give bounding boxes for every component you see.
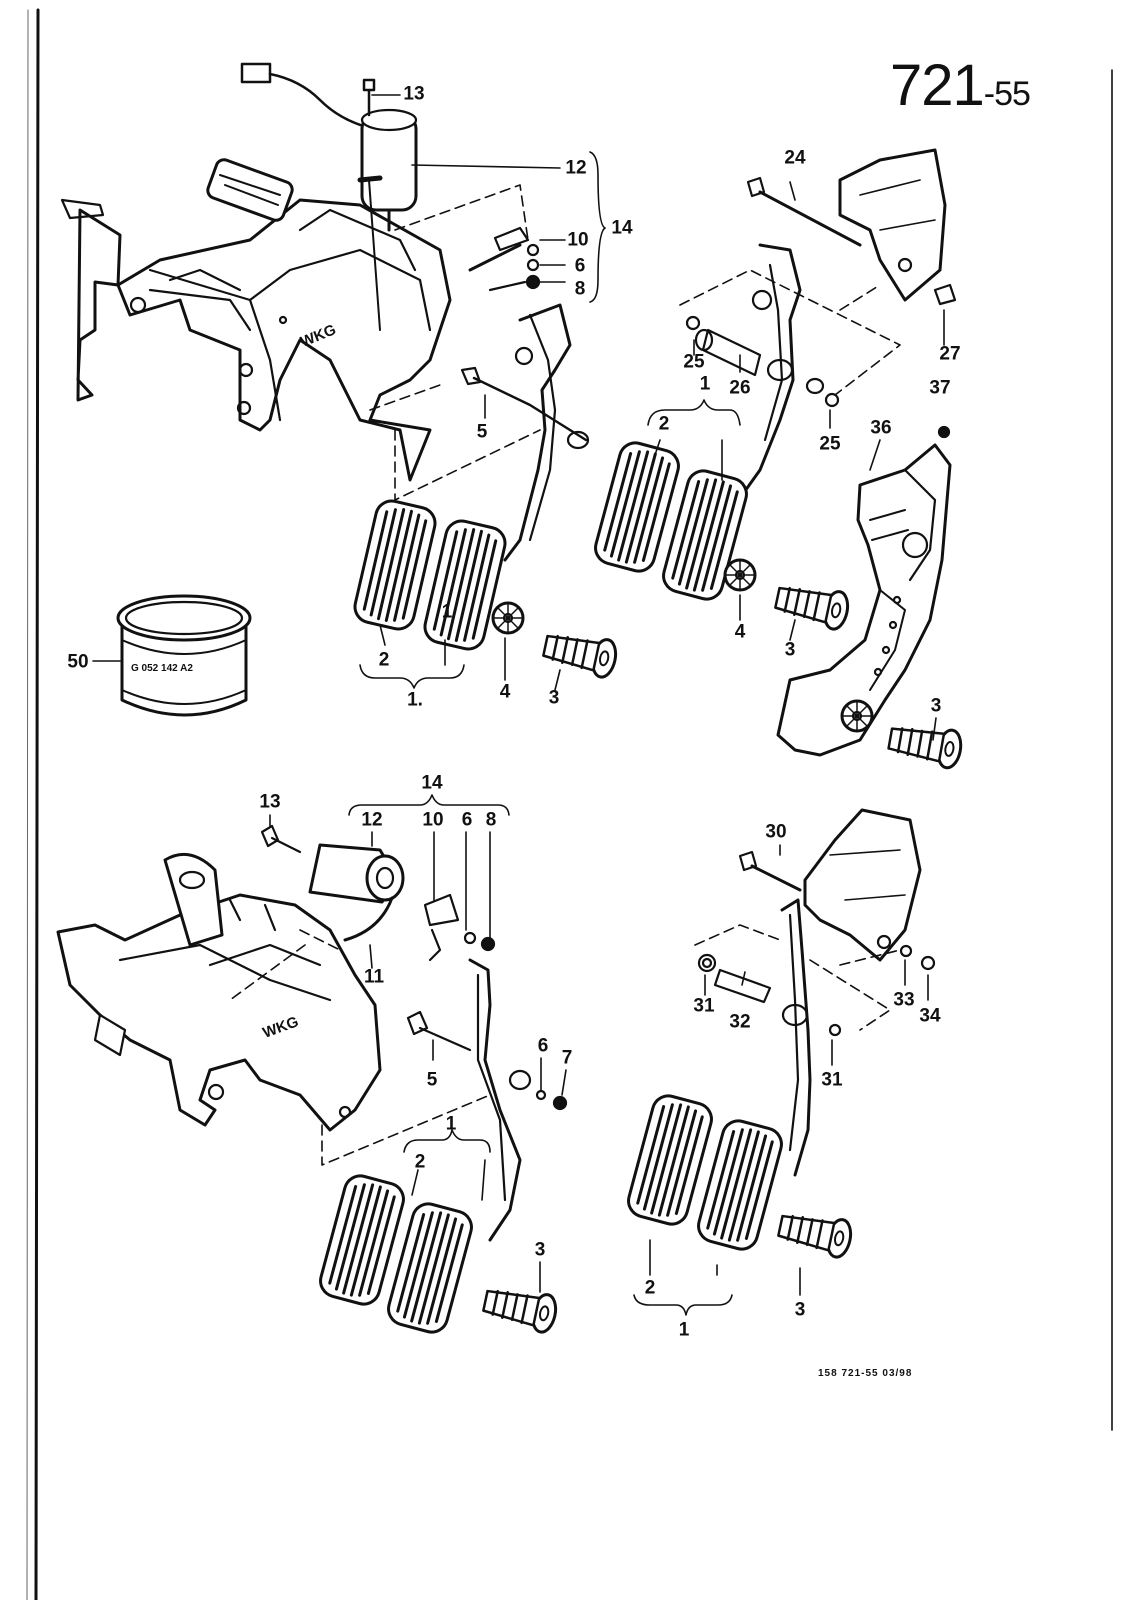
- dashed-guide-bottom-right: [694, 924, 901, 1031]
- rivet-3-module: [885, 718, 966, 772]
- rod-13-top: [368, 179, 381, 331]
- callout-3: 3: [784, 639, 796, 661]
- leader-lines: [92, 94, 945, 1316]
- actuator-12-bottom: [308, 843, 405, 942]
- callout-27: 27: [939, 343, 961, 365]
- dashed-guide-top-right: [679, 269, 901, 396]
- callout-25: 25: [683, 351, 705, 373]
- callout-50: 50: [67, 651, 89, 673]
- callout-8: 8: [574, 278, 586, 300]
- callout-24: 24: [784, 147, 806, 169]
- callout-30: 30: [765, 821, 787, 843]
- callout-1-label: 1: [441, 601, 453, 623]
- page-number-suffix: -55: [983, 75, 1031, 113]
- callout-25: 25: [819, 433, 841, 455]
- callout-31: 31: [821, 1069, 843, 1091]
- callout-1: 1: [445, 1113, 457, 1135]
- clip-25-a: [685, 315, 701, 331]
- callout-14: 14: [421, 772, 443, 794]
- bolt-24: [746, 176, 862, 247]
- callout-3: 3: [930, 695, 942, 717]
- pedal-module-36: [776, 425, 952, 757]
- callout-2: 2: [644, 1277, 656, 1299]
- page-number-main: 721: [890, 53, 985, 118]
- callout-3: 3: [534, 1239, 546, 1261]
- callout-6: 6: [461, 809, 473, 831]
- callout-10: 10: [422, 809, 444, 831]
- rivet-3-bottom-right: [774, 1205, 856, 1261]
- callout-14: 14: [611, 217, 633, 239]
- callout-13: 13: [259, 791, 281, 813]
- bushing-32: [697, 953, 772, 1004]
- pedal-pad-a1: [350, 496, 440, 634]
- rivet-3-bottom-left: [479, 1280, 561, 1336]
- pedal-arm-bottom-left: [468, 958, 568, 1242]
- lever-parts-top: [468, 226, 541, 292]
- callout-36: 36: [870, 417, 892, 439]
- washer-4-module: [840, 699, 874, 733]
- callout-33: 33: [893, 989, 915, 1011]
- callout-31: 31: [693, 995, 715, 1017]
- rivet-3-top-right: [771, 577, 853, 633]
- grease-tin-label: G 052 142 A2: [131, 663, 193, 674]
- callout-11: 11: [363, 966, 385, 988]
- cable-connector-top: [240, 62, 372, 130]
- rivet-3-top-left: [539, 625, 621, 681]
- callout-4: 4: [499, 681, 511, 703]
- callout-3: 3: [548, 687, 560, 709]
- washer-33: [899, 944, 913, 958]
- callout-1: 1: [678, 1319, 690, 1341]
- bracket-bottom-right: [803, 808, 922, 962]
- callout-10: 10: [567, 229, 589, 251]
- pivot-bolt-5-top: [460, 366, 588, 442]
- callout-5: 5: [426, 1069, 438, 1091]
- actuator-12-top: [357, 108, 418, 232]
- callout-2: 2: [658, 413, 670, 435]
- callout-34: 34: [919, 1005, 941, 1027]
- callout-12: 12: [565, 157, 587, 179]
- pivot-bolt-5-bottom: [406, 1010, 472, 1052]
- nut-34: [920, 955, 936, 971]
- callout-6: 6: [537, 1035, 549, 1057]
- bushing-26: [694, 328, 762, 377]
- callout-4: 4: [734, 621, 746, 643]
- callout-6: 6: [574, 255, 586, 277]
- callout-2: 2: [378, 649, 390, 671]
- callout-13: 13: [403, 83, 425, 105]
- callout-5: 5: [476, 421, 488, 443]
- pedal-bracket-bottom-left: [56, 852, 382, 1132]
- clip-31-a: [701, 957, 713, 969]
- pedal-arm-top-left: [503, 303, 590, 562]
- bolt-13-top: [362, 78, 376, 117]
- bracket-top-right: [838, 148, 957, 306]
- callout-32: 32: [729, 1011, 751, 1033]
- dashed-guide-bottom-left: [229, 929, 491, 1166]
- callout-12: 12: [361, 809, 383, 831]
- callout-1: 1.: [407, 689, 423, 711]
- clip-25-b: [824, 392, 840, 408]
- washer-4-top-right: [723, 558, 757, 592]
- callout-8: 8: [485, 809, 497, 831]
- callout-1: 1: [699, 373, 711, 395]
- pedal-pad-a2: [420, 516, 510, 654]
- grease-tin-50: [116, 594, 252, 717]
- bolt-30: [738, 850, 802, 892]
- washer-4-top-left: [491, 601, 525, 635]
- callout-3: 3: [794, 1299, 806, 1321]
- callout-7: 7: [561, 1047, 573, 1069]
- callout-2: 2: [414, 1151, 426, 1173]
- callout-37: 37: [929, 377, 951, 399]
- left-margin-rule: [26, 8, 40, 1602]
- bolt-13-bottom: [260, 824, 302, 854]
- footer-reference: 158 721-55 03/98: [818, 1368, 913, 1379]
- pedal-bracket-top-left: [60, 158, 452, 482]
- pedal-arm-top-right: [733, 243, 825, 507]
- callout-26: 26: [729, 377, 751, 399]
- pedal-arm-bottom-right: [780, 898, 842, 1177]
- page-number: 721-55: [890, 52, 1031, 119]
- lever-parts-bottom: [423, 893, 496, 962]
